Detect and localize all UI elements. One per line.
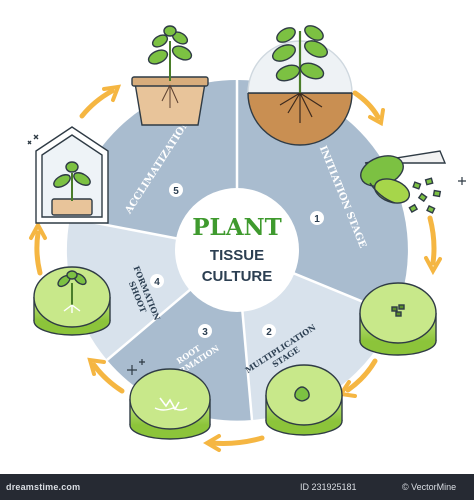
footer-author: © VectorMine xyxy=(402,482,457,492)
arrow-left-mid xyxy=(29,220,47,276)
center-line-culture: CULTURE xyxy=(202,268,273,285)
center-title: PLANT xyxy=(192,214,281,241)
stage-3-number: 3 xyxy=(202,327,208,338)
arrow-left-low xyxy=(87,357,125,394)
petri-dish-multiplication-icon xyxy=(265,364,343,436)
footer-site-text: dreamstime.com xyxy=(6,482,81,492)
arrow-bottom xyxy=(203,434,265,452)
explant-cutting-icon xyxy=(360,150,447,214)
arrow-right-top xyxy=(352,90,385,127)
stage-1-number: 1 xyxy=(314,214,320,225)
arrow-right-mid xyxy=(424,215,442,276)
greenhouse-icon xyxy=(27,126,109,224)
petri-dish-shoot-formation-icon xyxy=(33,266,111,336)
watermark-footer: dreamstime.com ID 231925181 © VectorMine xyxy=(0,474,474,500)
stage-4-number: 4 xyxy=(154,277,160,288)
petri-dish-root-formation-icon xyxy=(129,368,211,440)
arrow-left-top xyxy=(79,84,122,119)
plant-in-soil-icon xyxy=(247,25,353,146)
sparkle-icon xyxy=(127,177,466,375)
stage-5-number: 5 xyxy=(173,186,179,197)
stage-2-number: 2 xyxy=(266,327,272,338)
center-label: PLANT TISSUE CULTURE xyxy=(175,188,299,312)
footer-image-id: ID 231925181 xyxy=(300,482,357,492)
cycle-arrows xyxy=(29,84,442,452)
center-line-tissue: TISSUE xyxy=(210,247,264,264)
petri-dish-initiation-icon xyxy=(359,282,437,356)
potted-plant-icon xyxy=(131,25,209,126)
